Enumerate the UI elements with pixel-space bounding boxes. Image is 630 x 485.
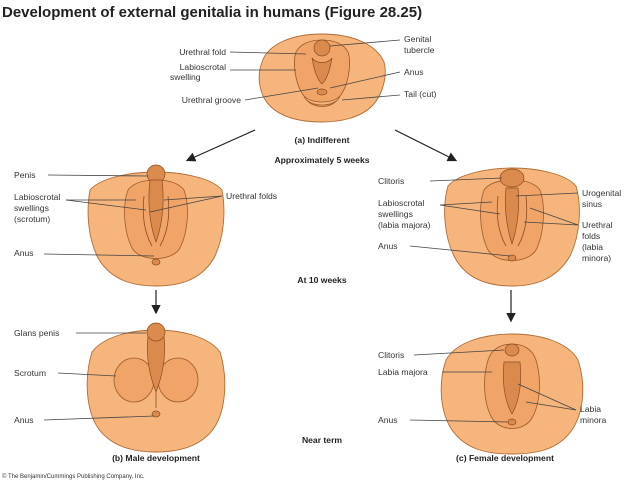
stage-approx-5-weeks: Approximately 5 weeks	[274, 155, 369, 165]
label-male-anus-10w: Anus	[14, 248, 34, 258]
caption-male-development: (b) Male development	[112, 453, 200, 463]
indifferent-stage-illustration	[258, 33, 386, 123]
female-labioscrotal-leader-1	[439, 201, 493, 206]
label-labia-minora-1: Labia	[580, 404, 601, 414]
female-clitoris-leader-term	[413, 349, 505, 356]
label-female-urethral-folds-4: minora)	[582, 253, 611, 263]
label-male-labioscrotal-3: (scrotum)	[14, 214, 50, 224]
label-male-labioscrotal-1: Labioscrotal	[14, 192, 60, 202]
urogenital-sinus-leader	[515, 192, 579, 197]
label-glans-penis: Glans penis	[14, 328, 59, 338]
female-urethral-folds-leader-1	[529, 207, 579, 226]
arrow-to-male	[185, 129, 256, 162]
label-female-anus-term: Anus	[378, 415, 398, 425]
stage-near-term: Near term	[302, 435, 342, 445]
male-labioscrotal-leader-2	[65, 199, 147, 211]
label-tail-cut: Tail (cut)	[404, 89, 437, 99]
caption-female-development: (c) Female development	[456, 453, 554, 463]
label-female-urethral-folds-1: Urethral	[582, 220, 613, 230]
caption-indifferent: (a) Indifferent	[295, 135, 350, 145]
label-urethral-fold: Urethral fold	[179, 47, 226, 57]
label-female-labioscrotal-3: (labia majora)	[378, 220, 431, 230]
label-female-anus-10w: Anus	[378, 241, 398, 251]
labia-minora-leader-2	[525, 401, 577, 411]
label-penis: Penis	[14, 170, 36, 180]
male-urethral-folds-leader-1	[163, 195, 223, 201]
female-10-weeks-illustration	[444, 167, 580, 287]
label-male-labioscrotal-2: swellings	[14, 203, 49, 213]
stage-at-10-weeks: At 10 weeks	[297, 275, 346, 285]
label-male-urethral-folds: Urethral folds	[226, 191, 277, 201]
label-labia-minora-2: minora	[580, 415, 606, 425]
male-anus-leader-10w	[43, 253, 155, 257]
label-genital-tubercle-1: Genital	[404, 34, 431, 44]
male-near-term-illustration	[86, 322, 226, 453]
male-anus-leader-term	[43, 415, 155, 421]
copyright-footer: © The Benjamin/Cummings Publishing Compa…	[2, 473, 145, 480]
female-urethral-folds-leader-2	[523, 221, 579, 226]
label-genital-tubercle-2: tubercle	[404, 45, 435, 55]
scrotum-leader	[57, 372, 117, 377]
penis-leader	[47, 174, 149, 177]
label-female-urethral-folds-3: (labia	[582, 242, 603, 252]
female-near-term-illustration	[440, 333, 584, 455]
label-labioscrotal-swelling-2: swelling	[170, 72, 201, 82]
label-male-anus-term: Anus	[14, 415, 34, 425]
label-female-clitoris-term: Clitoris	[378, 350, 404, 360]
female-labioscrotal-leader-2	[439, 204, 501, 215]
label-anus-a: Anus	[404, 67, 424, 77]
genital-tubercle-leader	[329, 39, 401, 47]
labia-minora-leader-1	[517, 383, 577, 411]
male-10-weeks-illustration	[87, 164, 225, 287]
label-female-labioscrotal-1: Labioscrotal	[378, 198, 424, 208]
anus-leader-a	[329, 71, 401, 89]
male-urethral-folds-leader-2	[149, 195, 223, 213]
female-anus-leader-term	[409, 419, 509, 423]
arrow-to-female	[394, 129, 458, 162]
figure-title: Development of external genitalia in hum…	[2, 4, 422, 21]
female-anus-leader-10w	[409, 245, 511, 257]
label-female-clitoris-10w: Clitoris	[378, 176, 404, 186]
label-female-labioscrotal-2: swellings	[378, 209, 413, 219]
female-clitoris-leader-10w	[429, 177, 503, 182]
urethral-fold-leader	[229, 51, 307, 55]
label-labia-majora: Labia majora	[378, 367, 428, 377]
label-scrotum: Scrotum	[14, 368, 46, 378]
label-urogenital-sinus-2: sinus	[582, 199, 602, 209]
label-labioscrotal-swelling-1: Labioscrotal	[180, 62, 226, 72]
label-urethral-groove: Urethral groove	[182, 95, 241, 105]
label-female-urethral-folds-2: folds	[582, 231, 600, 241]
tail-leader	[341, 94, 401, 101]
urethral-groove-leader	[244, 87, 319, 101]
label-urogenital-sinus-1: Urogenital	[582, 188, 621, 198]
